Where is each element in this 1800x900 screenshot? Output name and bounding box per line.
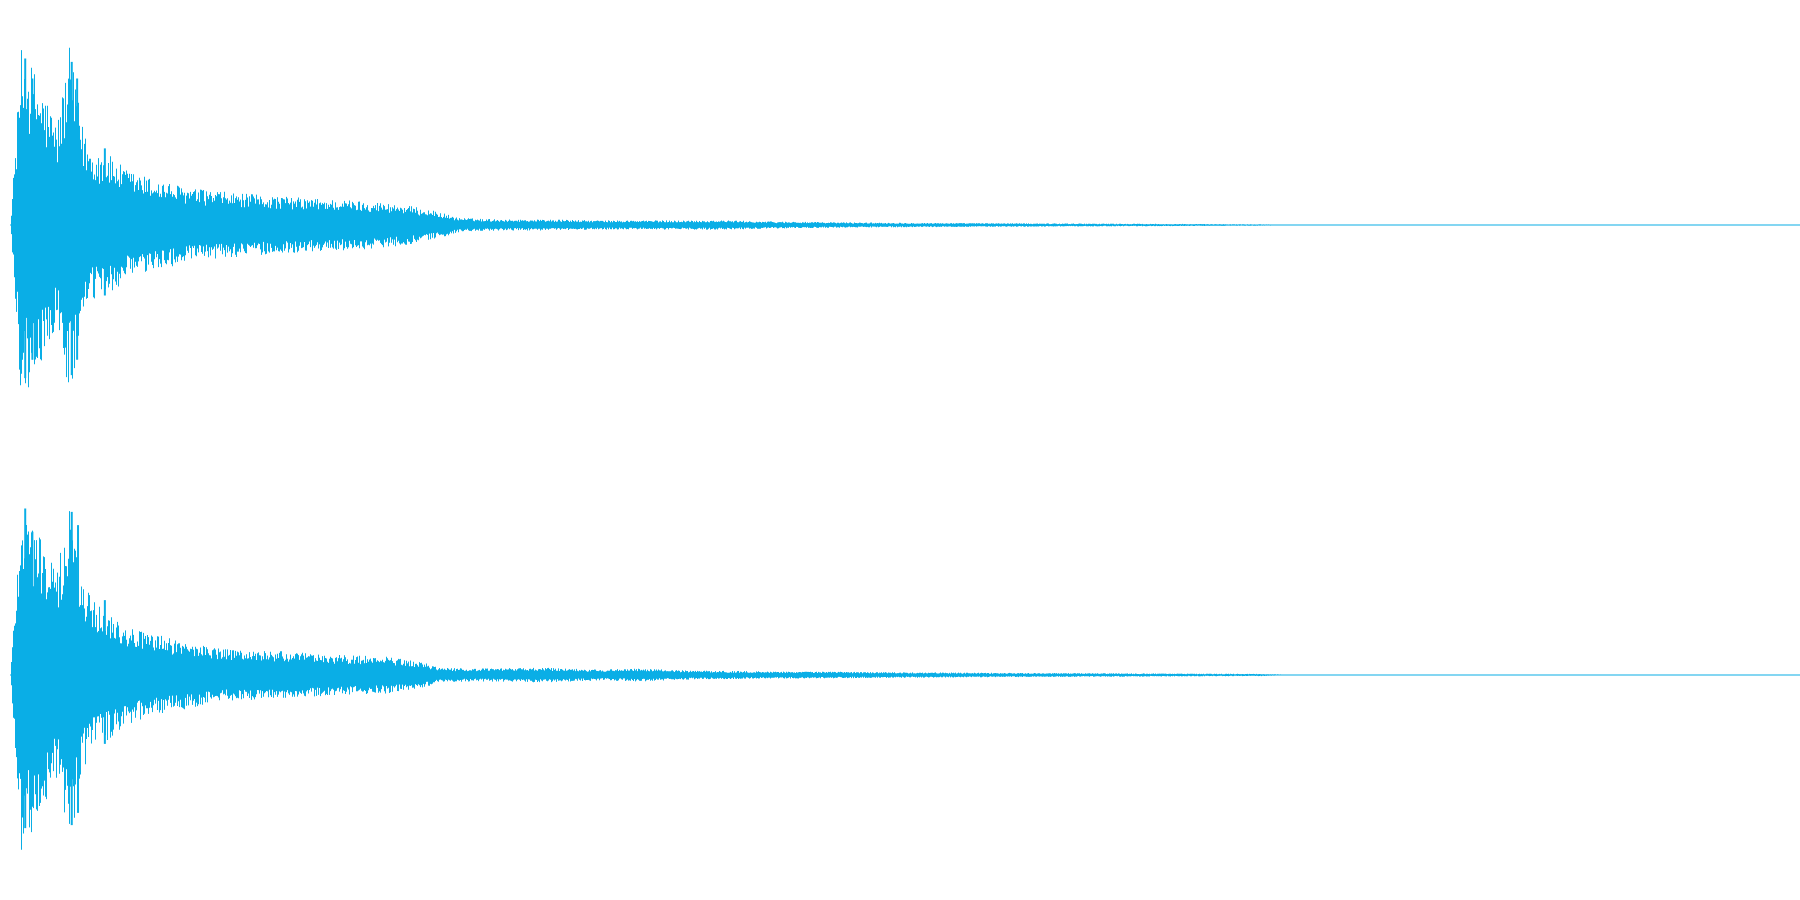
waveform-channel-right — [0, 450, 1800, 900]
waveform-left — [10, 47, 1800, 388]
waveform-body — [11, 47, 1295, 388]
waveform-channel-left — [10, 47, 1800, 388]
waveform-right — [10, 508, 1800, 850]
waveform-body — [11, 511, 1296, 850]
